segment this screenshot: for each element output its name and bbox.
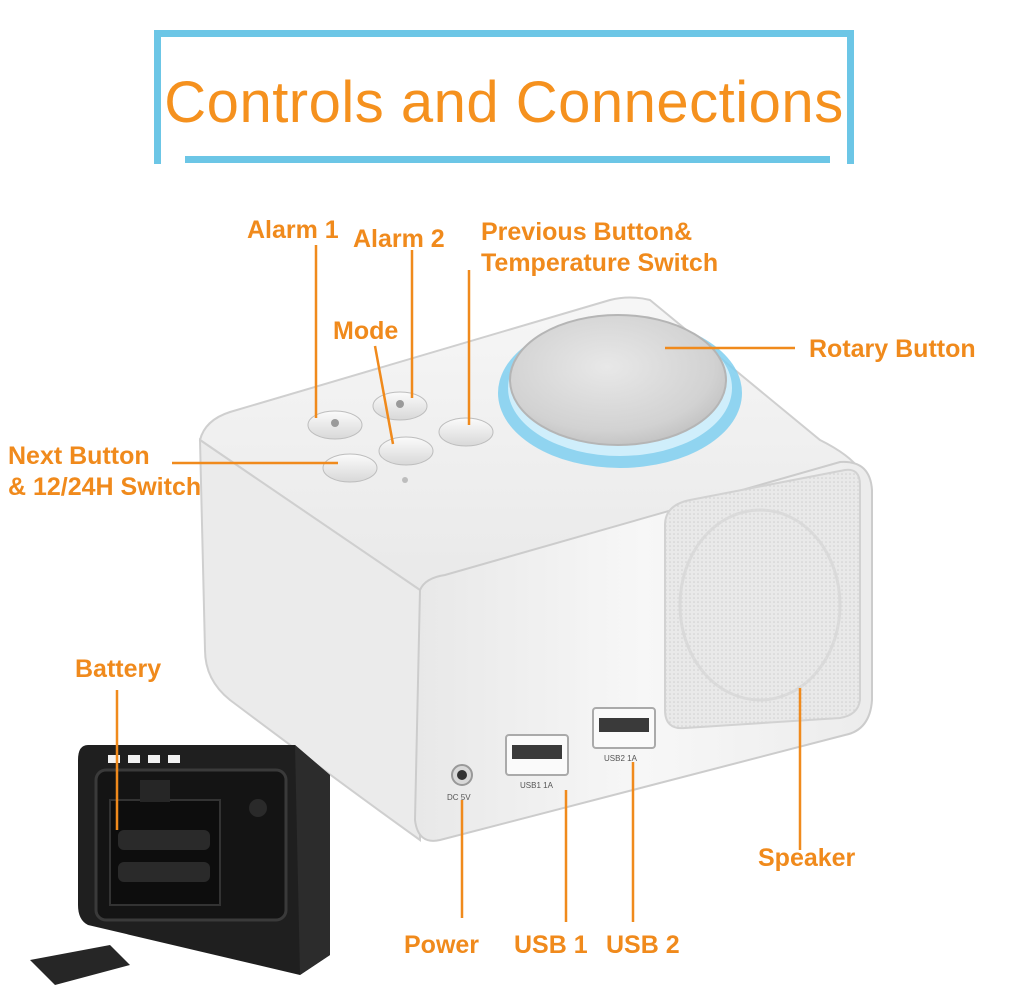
usb1-port-print: USB1 1A [520,781,554,790]
title-frame [154,30,854,164]
label-alarm-1: Alarm 1 [247,216,339,244]
label-battery: Battery [75,655,162,683]
clock-body [198,296,873,842]
dc-jack-print: DC 5V [447,793,471,802]
label-previous-line2: Temperature Switch [481,249,719,277]
top-buttons [307,391,494,483]
battery-compartment [30,745,330,985]
title-underline [185,156,830,163]
page-title: Controls and Connections [164,70,844,135]
label-usb-1: USB 1 [514,931,588,959]
label-usb-2: USB 2 [606,931,680,959]
label-previous-line1: Previous Button& [481,218,693,246]
ports: USB1 1A USB2 1A DC 5V [447,707,656,802]
rotary-knob [498,314,742,468]
label-power: Power [404,931,480,959]
speaker-grille [664,468,861,730]
label-next-line2: & 12/24H Switch [8,473,202,501]
label-rotary-button: Rotary Button [809,335,976,363]
label-speaker: Speaker [758,844,856,872]
label-mode: Mode [333,317,399,345]
label-alarm-2: Alarm 2 [353,225,445,253]
leader-lines [115,245,802,922]
usb2-port-print: USB2 1A [604,754,638,763]
label-next-line1: Next Button [8,442,150,470]
